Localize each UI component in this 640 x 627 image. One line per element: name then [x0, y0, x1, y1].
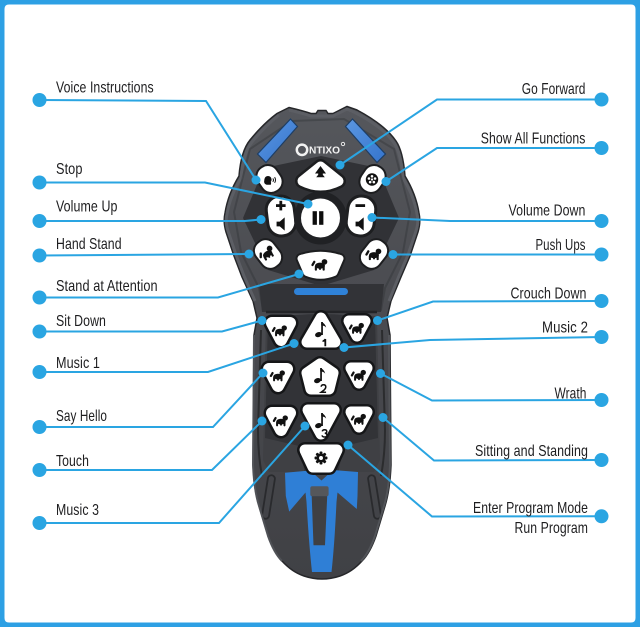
svg-text:Sitting and Standing: Sitting and Standing — [475, 443, 588, 460]
svg-text:Music 1: Music 1 — [56, 355, 100, 372]
svg-text:Sit Down: Sit Down — [56, 313, 106, 330]
svg-text:Enter Program Mode: Enter Program Mode — [473, 500, 588, 517]
svg-text:NTIXO: NTIXO — [309, 145, 340, 157]
svg-text:Go Forward: Go Forward — [522, 81, 586, 98]
svg-text:Touch: Touch — [56, 453, 89, 470]
svg-text:Voice Instructions: Voice Instructions — [56, 80, 154, 97]
svg-text:Music 3: Music 3 — [56, 502, 99, 519]
svg-text:Volume Down: Volume Down — [509, 203, 586, 220]
svg-text:Run Program: Run Program — [515, 520, 589, 537]
svg-text:Wrath: Wrath — [555, 386, 587, 403]
svg-text:Hand Stand: Hand Stand — [56, 236, 122, 253]
svg-text:Volume Up: Volume Up — [56, 199, 118, 216]
svg-text:Push Ups: Push Ups — [536, 237, 586, 254]
svg-text:Say Hello: Say Hello — [56, 408, 107, 425]
svg-text:Stop: Stop — [56, 161, 83, 178]
svg-text:Stand at Attention: Stand at Attention — [56, 278, 158, 295]
svg-text:Music 2: Music 2 — [542, 320, 588, 337]
svg-text:Crouch Down: Crouch Down — [511, 286, 587, 303]
svg-text:Show All Functions: Show All Functions — [481, 130, 586, 147]
